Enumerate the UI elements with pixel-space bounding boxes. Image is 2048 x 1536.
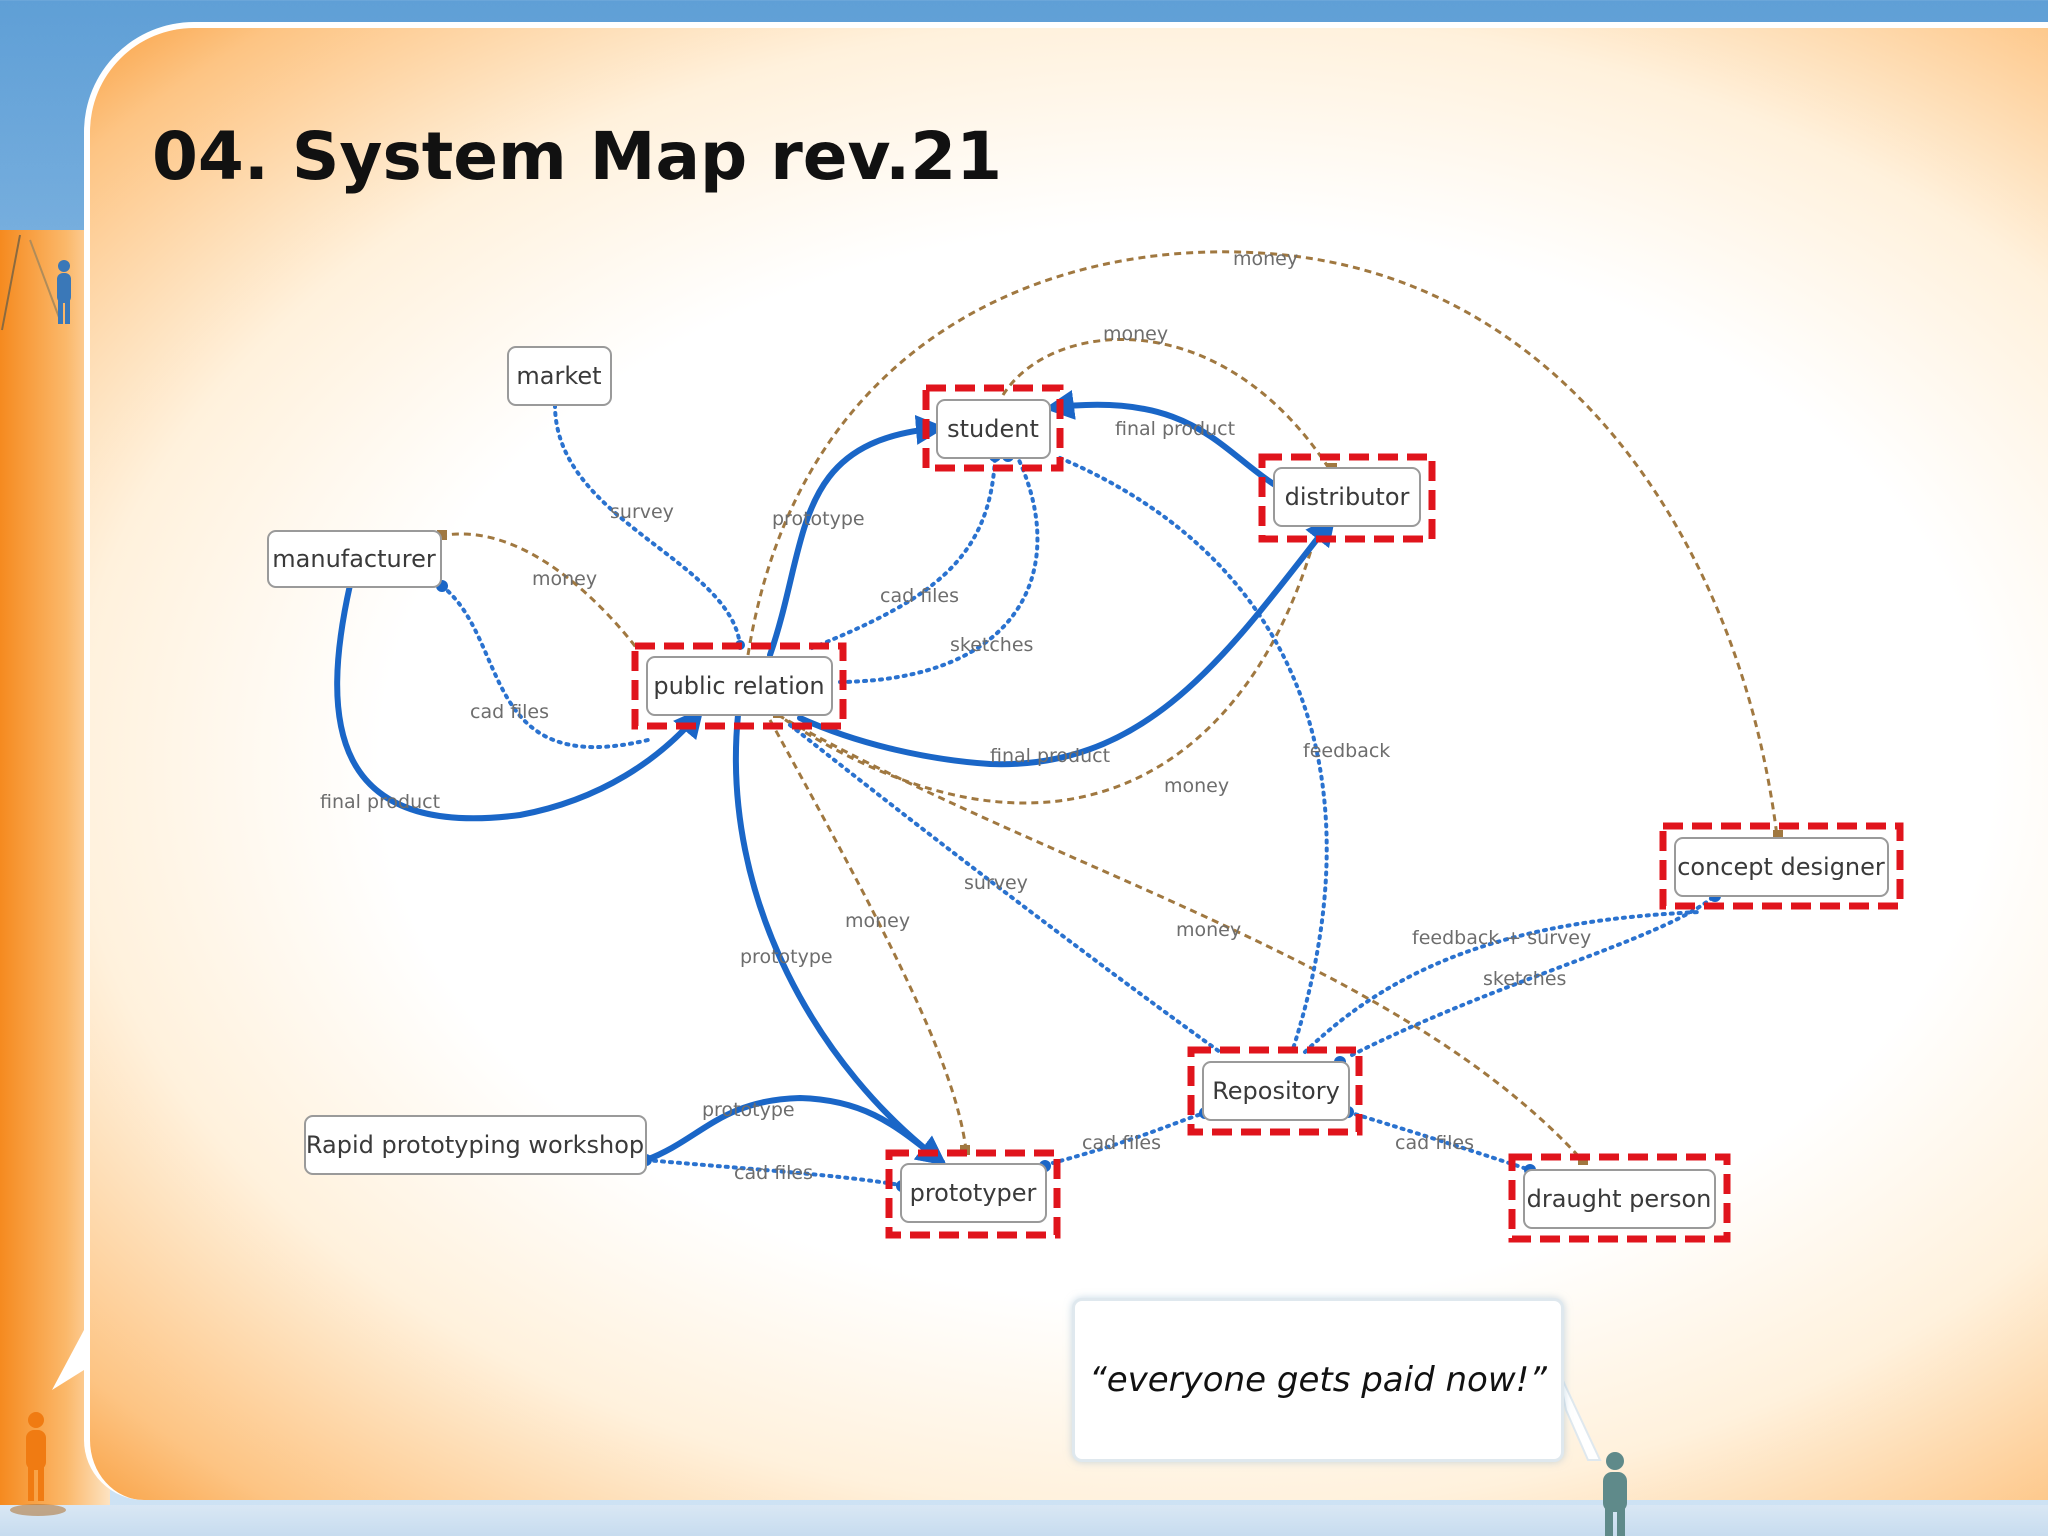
edge-sketches-pr-student	[838, 456, 1040, 684]
node-repository-label: Repository	[1212, 1077, 1340, 1105]
label-feedback-student: feedback	[1303, 740, 1390, 762]
edge-cad-files-workshop	[644, 1158, 902, 1187]
edge-money-pr-draught	[777, 713, 1584, 1162]
node-distributor-label: distributor	[1285, 483, 1410, 511]
label-survey-pr-repository: survey	[964, 872, 1028, 894]
label-feedback-survey: feedback + survey	[1412, 927, 1591, 949]
node-repository[interactable]: Repository	[1187, 1046, 1363, 1136]
label-prototype-pr-prototyper: prototype	[740, 946, 833, 968]
edge-prototype-workshop	[643, 1094, 947, 1166]
node-concept-designer-label: concept designer	[1677, 853, 1885, 881]
node-market-label: market	[516, 362, 601, 390]
node-draught-person-label: draught person	[1527, 1185, 1712, 1213]
node-prototyper[interactable]: prototyper	[885, 1149, 1061, 1239]
label-cad-files-draught: cad files	[1395, 1132, 1474, 1154]
node-manufacturer-label: manufacturer	[272, 545, 436, 573]
label-prototype-pr-student: prototype	[772, 508, 865, 530]
quote-text: “everyone gets paid now!”	[1089, 1360, 1547, 1400]
edge-money-pr-prototyper	[768, 719, 968, 1151]
label-cad-files-pr-student: cad files	[880, 585, 959, 607]
label-money-distributor: money	[1164, 775, 1229, 797]
edge-money-distributor	[777, 469, 1332, 805]
speech-bubble: “everyone gets paid now!”	[1072, 1298, 1564, 1462]
node-student[interactable]: student	[922, 384, 1064, 472]
label-money-pr-draught: money	[1176, 919, 1241, 941]
label-final-product-student: final product	[1115, 418, 1235, 440]
edge-cad-files-pr-student	[810, 456, 997, 650]
node-student-label: student	[947, 415, 1039, 443]
edge-prototype-pr-prototyper	[732, 712, 947, 1166]
node-public-relation[interactable]: public relation	[631, 642, 847, 730]
label-money-pr-prototyper: money	[845, 910, 910, 932]
edge-money-manufacturer	[439, 532, 640, 651]
node-market[interactable]: market	[507, 346, 612, 406]
edge-feedback-survey	[1303, 910, 1702, 1054]
node-distributor[interactable]: distributor	[1258, 453, 1436, 543]
node-prototyper-label: prototyper	[910, 1179, 1037, 1207]
slide-panel	[84, 22, 2048, 1500]
label-money-manufacturer: money	[532, 568, 597, 590]
person-icon-orange	[10, 1330, 84, 1516]
edge-cad-files-prototyper	[1043, 1111, 1207, 1167]
label-cad-files-prototyper: cad files	[1082, 1132, 1161, 1154]
label-final-product-distributor: final product	[990, 745, 1110, 767]
node-rapid-workshop-label: Rapid prototyping workshop	[306, 1131, 644, 1159]
label-survey-market: survey	[610, 501, 674, 523]
slide-title: 04. System Map rev.21	[152, 118, 1003, 195]
label-cad-files-workshop: cad files	[734, 1162, 813, 1184]
node-concept-designer[interactable]: concept designer	[1659, 822, 1904, 910]
node-rapid-prototyping-workshop[interactable]: Rapid prototyping workshop	[304, 1115, 647, 1175]
edge-final-product-student	[1044, 390, 1278, 488]
edge-prototype-pr-student	[767, 414, 946, 658]
label-final-product-manufacturer: final product	[320, 791, 440, 813]
edge-final-product-distributor	[797, 515, 1336, 768]
edge-feedback-student	[1058, 456, 1329, 1054]
edge-money-student-distributor	[1001, 337, 1332, 471]
connector-square	[1773, 830, 1783, 840]
node-public-relation-label: public relation	[653, 672, 824, 700]
node-draught-person[interactable]: draught person	[1508, 1153, 1731, 1243]
label-cad-files-manufacturer: cad files	[470, 701, 549, 723]
node-manufacturer[interactable]: manufacturer	[267, 530, 442, 588]
label-money-student-distributor: money	[1103, 323, 1168, 345]
label-sketches-pr-student: sketches	[950, 634, 1033, 656]
person-icon-blue	[1, 234, 71, 331]
edge-survey-market	[553, 403, 742, 647]
edge-money-top	[746, 250, 1779, 837]
person-icon-teal	[1557, 1369, 1627, 1536]
label-prototype-workshop: prototype	[702, 1099, 795, 1121]
connector-square	[437, 530, 447, 540]
label-money-top: money	[1233, 248, 1298, 270]
edge-sketches-concept	[1350, 896, 1714, 1057]
edge-cad-files-draught	[1346, 1110, 1532, 1172]
edge-final-product-manufacturer	[334, 582, 704, 822]
edge-survey-pr-repository	[788, 723, 1222, 1054]
edge-cad-files-manufacturer	[440, 584, 650, 749]
bottom-blue-strip	[0, 1505, 2048, 1536]
label-sketches-concept: sketches	[1483, 968, 1566, 990]
